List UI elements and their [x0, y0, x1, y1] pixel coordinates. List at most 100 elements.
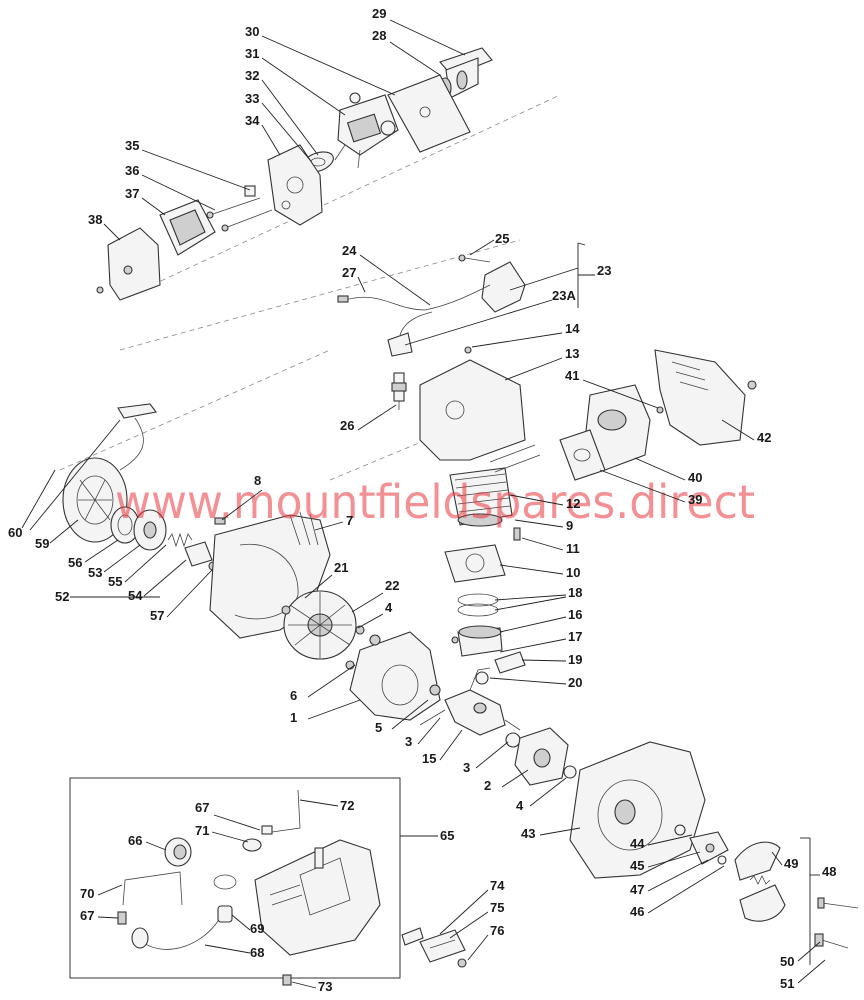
part-43-clutch-housing: [569, 741, 706, 879]
callout-38: 38: [88, 212, 102, 227]
leader-line-43: [539, 827, 581, 836]
callout-54: 54: [128, 588, 143, 603]
callout-23A: 23A: [552, 288, 576, 303]
callout-33: 33: [245, 91, 259, 106]
leader-line-46: [647, 865, 725, 914]
leader-line-30: [261, 35, 396, 96]
callout-75: 75: [490, 900, 504, 915]
callout-40: 40: [688, 470, 702, 485]
leader-line-16: [499, 616, 567, 633]
leader-line-33: [261, 102, 311, 161]
leader-line-70: [97, 884, 123, 896]
callout-59: 59: [35, 536, 49, 551]
part-66-fuel-cap: [164, 837, 192, 867]
leader-line-1: [307, 699, 361, 720]
callout-20: 20: [568, 675, 582, 690]
part-15-crankshaft: [419, 667, 521, 736]
leader-line-35: [141, 149, 251, 191]
callout-32: 32: [245, 68, 259, 83]
callout-3b: 3: [463, 760, 470, 775]
leader-line-55: [124, 544, 167, 583]
leader-line-41: [582, 379, 659, 409]
leader-line-18: [494, 594, 567, 601]
leader-line-3b: [475, 741, 509, 769]
leader-line-23: [577, 242, 586, 246]
callout-70: 70: [80, 886, 94, 901]
part-34-filter-housing: [267, 144, 323, 226]
callout-5: 5: [375, 720, 382, 735]
part-23-ignition-coil: [481, 261, 526, 313]
part-65-fuel-tank: [254, 839, 381, 956]
leader-line-67: [213, 814, 261, 831]
leader-line-11: [521, 537, 564, 551]
callout-43: 43: [521, 826, 535, 841]
callout-55: 55: [108, 574, 122, 589]
callout-27: 27: [342, 265, 356, 280]
callout-50: 50: [780, 954, 794, 969]
callout-4b: 4: [516, 798, 524, 813]
leader-line-49: [771, 851, 783, 866]
part-23a-spark-cap: [387, 332, 413, 357]
part-31-carburetor: [334, 92, 399, 169]
part-49-clutch-shoe: [734, 841, 781, 881]
leader-line-7: [314, 521, 344, 531]
fuel-system-box: [69, 777, 401, 979]
part-26-spark-plug: [391, 372, 407, 410]
callout-69: 69: [250, 921, 264, 936]
leader-line-23: [509, 267, 579, 291]
callout-35: 35: [125, 138, 139, 153]
callout-30: 30: [245, 24, 259, 39]
callout-29: 29: [372, 6, 386, 21]
callout-52: 52: [55, 589, 69, 604]
callout-68: 68: [250, 945, 264, 960]
callout-67: 67: [195, 800, 209, 815]
part-37-air-filter: [159, 199, 216, 256]
leader-line-68: [204, 944, 251, 954]
leader-line-4: [357, 613, 384, 629]
part-50-51-bolts: [814, 897, 859, 949]
callout-57: 57: [150, 608, 164, 623]
leader-line-3: [417, 717, 441, 745]
callout-11: 11: [566, 541, 580, 556]
fan-housing-group: [209, 511, 365, 660]
leader-line-31: [261, 57, 346, 116]
callout-18: 18: [568, 585, 582, 600]
callout-15: 15: [422, 751, 436, 766]
leader-line-76: [467, 934, 489, 961]
callout-12: 12: [566, 496, 580, 511]
callout-41: 41: [565, 368, 579, 383]
cylinder-exhaust-group: [419, 346, 757, 685]
part-38-filter-cover: [96, 227, 161, 301]
callout-34: 34: [245, 113, 260, 128]
leader-line-66: [145, 841, 167, 851]
callout-13: 13: [565, 346, 579, 361]
callout-36: 36: [125, 163, 139, 178]
leader-line-5: [391, 699, 429, 730]
callout-17: 17: [568, 629, 582, 644]
callout-37: 37: [125, 186, 139, 201]
callout-3: 3: [405, 734, 412, 749]
leader-line-14: [471, 332, 563, 348]
leader-line-12: [509, 494, 564, 506]
part-48-clutch-shoe: [739, 884, 786, 922]
callout-71: 71: [195, 823, 209, 838]
callout-47: 47: [630, 882, 644, 897]
leader-line-44: [647, 834, 693, 846]
part-13-cylinder-cover: [419, 359, 526, 461]
part-72-fuel-pipe: [264, 789, 301, 834]
leader-line-69: [231, 914, 251, 931]
leader-line-27: [357, 276, 366, 293]
part-10-base-gasket: [444, 544, 506, 583]
part-39-exhaust-gasket: [559, 429, 606, 481]
callout-53: 53: [88, 565, 102, 580]
callout-76: 76: [490, 923, 504, 938]
callout-45: 45: [630, 858, 644, 873]
leader-line-51: [797, 959, 826, 984]
leader-line-23A: [404, 299, 553, 346]
callout-23: 23: [597, 263, 611, 278]
crankcase-group: [345, 631, 577, 786]
leader-line-6: [307, 664, 356, 698]
part-35-36-bolts: [206, 185, 273, 232]
